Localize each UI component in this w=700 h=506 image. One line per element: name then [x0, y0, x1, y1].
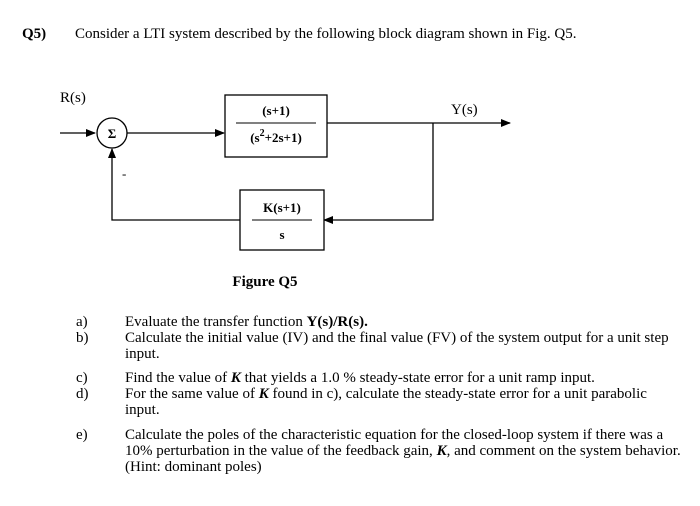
takeoff-line	[323, 123, 434, 224]
feedback-numerator: K(s+1)	[263, 200, 301, 215]
forward-denominator: (s2+2s+1)	[250, 128, 302, 145]
part-d-text: For the same value of K found in c), cal…	[125, 386, 647, 418]
sum-symbol: Σ	[108, 126, 117, 141]
part-e-text: Calculate the poles of the characteristi…	[125, 427, 681, 475]
part-c-text: Find the value of K that yields a 1.0 % …	[125, 370, 595, 386]
part-a-letter: a)	[76, 314, 88, 330]
block-diagram: Σ (s+1) (s2+2s+1) K(s+1) s -	[60, 94, 511, 251]
feedback-sign: -	[122, 166, 126, 181]
part-b-letter: b)	[76, 330, 89, 346]
input-label: R(s)	[60, 90, 86, 106]
forward-block	[224, 94, 328, 158]
part-d-letter: d)	[76, 386, 89, 402]
forward-denominator-exponent: 2	[260, 128, 265, 139]
output-label: Y(s)	[451, 102, 478, 118]
part-c-letter: c)	[76, 370, 88, 386]
forward-denominator-base: (s	[250, 130, 259, 145]
forward-numerator: (s+1)	[262, 103, 290, 118]
feedback-denominator: s	[279, 227, 284, 242]
figure-caption: Figure Q5	[232, 274, 298, 290]
part-e-letter: e)	[76, 427, 88, 443]
forward-denominator-rest: +2s+1)	[265, 130, 302, 145]
part-a-text: Evaluate the transfer function Y(s)/R(s)…	[125, 314, 368, 330]
part-b-text: Calculate the initial value (IV) and the…	[125, 330, 669, 362]
question-text: Consider a LTI system described by the f…	[75, 26, 577, 42]
feedback-return-line	[108, 148, 240, 221]
question-number: Q5)	[22, 26, 47, 42]
